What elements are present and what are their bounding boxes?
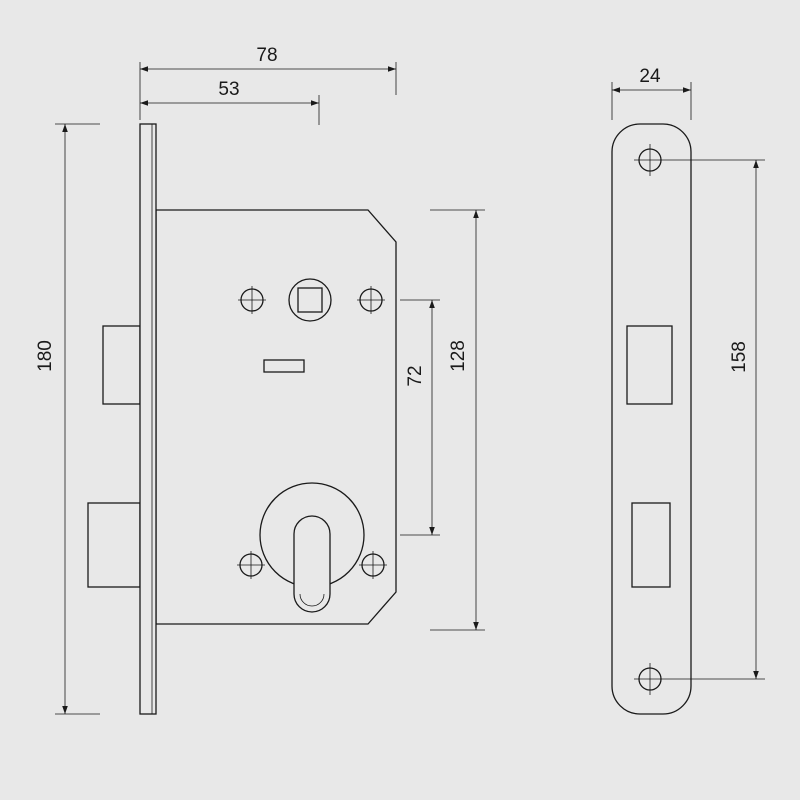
dimension-label-24: 24 [639, 66, 661, 87]
case-screw-hole-top-right [357, 286, 385, 314]
dimension-height-overall: 180 [35, 123, 100, 715]
strike-latch-opening [626, 325, 673, 405]
case-screw-hole-bottom-right [359, 551, 387, 579]
dimension-label-72: 72 [405, 365, 426, 386]
strike-screw-hole-bottom [634, 663, 666, 695]
dimension-label-128: 128 [448, 340, 469, 372]
case-slot [263, 359, 305, 373]
lock-body [87, 123, 397, 715]
strike-screw-hole-top [634, 144, 666, 176]
case-screw-hole-bottom-left [237, 551, 265, 579]
case-screw-hole-top-left [238, 286, 266, 314]
dead-bolt [87, 502, 141, 588]
dimension-width-overall: 78 [139, 45, 397, 120]
latch-bolt [102, 325, 141, 405]
cylinder-cutout [259, 482, 365, 613]
dimension-label-78: 78 [256, 45, 277, 66]
strike-plate-outline [611, 123, 692, 715]
dimension-strike-width: 24 [611, 66, 692, 120]
follower-square-hole [288, 278, 332, 322]
dimension-label-158: 158 [729, 341, 750, 373]
dimension-centre-distance: 72 [400, 299, 440, 536]
dimension-label-53: 53 [218, 79, 239, 100]
strike-bolt-opening [631, 502, 671, 588]
dimension-label-180: 180 [35, 340, 56, 372]
dimension-backset: 53 [140, 79, 320, 125]
dimension-strike-screw-spacing: 158 [666, 159, 765, 680]
strike-plate [611, 123, 692, 715]
dimension-case-height: 128 [430, 209, 485, 631]
forend-plate [139, 123, 157, 715]
